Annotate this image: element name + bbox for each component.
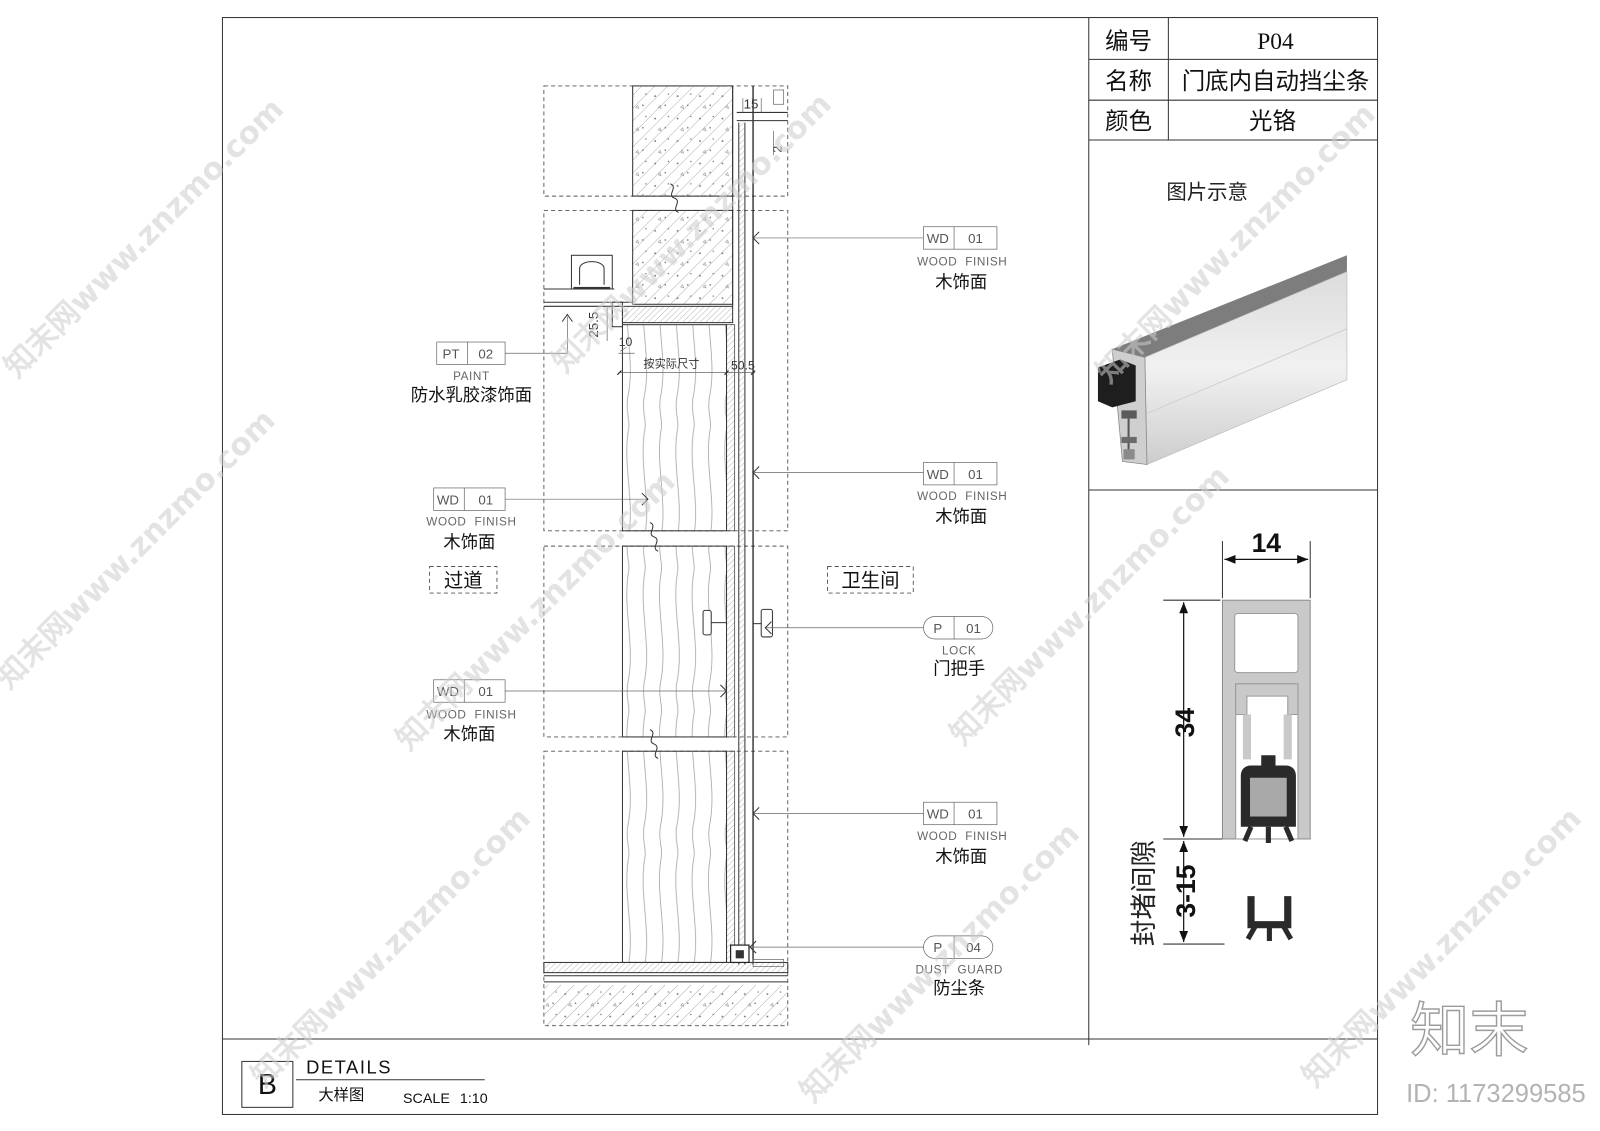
table-label-color: 颜色 <box>1105 107 1152 135</box>
gap-label: 封堵间隙 <box>1129 840 1160 946</box>
tag-wood-left-1: WD 01 WOOD FINISH 木饰面 <box>426 487 649 553</box>
door-leaf-middle <box>621 545 728 738</box>
watermark-logo: 知末 <box>1410 996 1528 1065</box>
watermark: 知末网www.znzmo.com <box>245 801 538 1094</box>
title-block: B DETAILS 大样图 SCALE 1:10 <box>241 1057 488 1108</box>
dim-10: 10 <box>619 335 633 349</box>
break-mark <box>670 183 679 213</box>
tag-number: 01 <box>968 467 983 482</box>
ceiling-light-fixture <box>570 254 613 290</box>
tag-chinese: 门把手 <box>933 660 985 680</box>
tag-chinese: 木饰面 <box>443 533 495 553</box>
seal-profile-section: 14 34 3-15 封堵间隙 <box>1129 528 1311 946</box>
tag-number: 01 <box>478 492 493 507</box>
tag-code: WD <box>927 807 949 822</box>
table-value-color: 光铬 <box>1249 107 1296 135</box>
tag-number: 04 <box>966 940 981 955</box>
tag-english: WOOD FINISH <box>917 490 1007 503</box>
dim-25-5: 25.5 <box>586 312 601 338</box>
tag-english: DUST GUARD <box>915 964 1002 977</box>
tag-english: PAINT <box>453 370 490 383</box>
tag-number: 01 <box>966 621 981 636</box>
tag-number: 01 <box>478 684 493 699</box>
break-mark <box>649 522 659 552</box>
tag-english: WOOD FINISH <box>917 830 1007 843</box>
tag-code: WD <box>437 684 459 699</box>
tag-english: WOOD FINISH <box>426 709 516 722</box>
room-label-bathroom: 卫生间 <box>841 569 899 592</box>
watermark-id: ID: 1173299585 <box>1406 1080 1586 1108</box>
tag-code: WD <box>437 492 459 507</box>
door-section-drawing: 15 2 25.5 10 按实际尺寸 50.5 过道 卫生间 <box>429 85 914 1027</box>
width-dimension-label: 14 <box>1252 528 1282 558</box>
room-label-box-corridor <box>429 566 498 594</box>
dim-actual-size: 按实际尺寸 <box>643 357 699 371</box>
tag-number: 02 <box>478 346 493 361</box>
tag-code: PT <box>443 346 460 361</box>
tag-wood-left-2: WD 01 WOOD FINISH 木饰面 <box>426 679 728 745</box>
height-dimension-label: 34 <box>1170 708 1200 738</box>
detail-letter-box <box>241 1060 294 1108</box>
door-lock-hardware <box>702 608 773 638</box>
tag-english: LOCK <box>942 644 976 657</box>
floor-stone-layer <box>543 961 789 974</box>
tag-paint-left: PT 02 PAINT 防水乳胶漆饰面 <box>411 313 573 406</box>
product-photo <box>1097 255 1348 465</box>
table-label-number: 编号 <box>1105 27 1152 55</box>
tag-dust-guard-right: P 04 DUST GUARD 防尘条 <box>749 935 1002 999</box>
table-label-name: 名称 <box>1105 67 1152 95</box>
detail-letter: B <box>258 1069 277 1101</box>
table-value-name: 门底内自动挡尘条 <box>1182 67 1370 95</box>
gap-dimension-label: 3-15 <box>1171 864 1201 917</box>
room-label-box-bathroom <box>827 566 914 594</box>
tag-code: WD <box>927 467 949 482</box>
dim-50-5: 50.5 <box>731 359 755 373</box>
door-leaf-lower <box>621 750 728 963</box>
sheet-border <box>221 17 1379 1115</box>
detail-title: DETAILS <box>306 1057 392 1078</box>
room-label-corridor: 过道 <box>444 569 483 592</box>
tag-chinese: 木饰面 <box>443 725 495 745</box>
tag-chinese: 木饰面 <box>935 847 987 867</box>
detail-subtitle: 大样图 <box>318 1086 364 1104</box>
image-caption: 图片示意 <box>1166 180 1248 204</box>
tag-number: 01 <box>968 231 983 246</box>
tag-wood-right-1: WD 01 WOOD FINISH 木饰面 <box>752 226 1007 293</box>
dim-15: 15 <box>744 96 759 111</box>
product-info-table: 编号 P04 名称 门底内自动挡尘条 颜色 光铬 图片示意 <box>1088 17 1378 491</box>
sheet-frame <box>221 17 1379 1115</box>
watermarks: 知末网www.znzmo.com 知末网www.znzmo.com 知末网www… <box>0 87 1589 1110</box>
tag-chinese: 防水乳胶漆饰面 <box>411 386 532 406</box>
door-leaf-upper <box>621 324 728 532</box>
table-value-number: P04 <box>1257 29 1294 55</box>
tag-wood-right-3: WD 01 WOOD FINISH 木饰面 <box>752 801 1007 867</box>
tag-code: P <box>933 621 942 636</box>
tag-chinese: 防尘条 <box>933 979 985 999</box>
tag-chinese: 木饰面 <box>935 508 987 528</box>
tag-lock-right: P 01 LOCK 门把手 <box>764 616 994 680</box>
detail-scale: SCALE 1:10 <box>403 1091 488 1107</box>
tag-wood-right-2: WD 01 WOOD FINISH 木饰面 <box>752 462 1007 528</box>
tag-english: WOOD FINISH <box>917 256 1007 269</box>
tag-code: P <box>933 940 942 955</box>
watermark: 知末网www.znzmo.com <box>0 403 283 696</box>
tag-number: 01 <box>968 807 983 822</box>
watermark: 知末网www.znzmo.com <box>0 92 291 385</box>
dropped-seal <box>1247 896 1292 929</box>
tag-english: WOOD FINISH <box>426 516 516 529</box>
break-mark <box>649 729 659 759</box>
tag-code: WD <box>927 231 949 246</box>
dim-2: 2 <box>771 146 785 153</box>
tag-chinese: 木饰面 <box>935 273 987 293</box>
